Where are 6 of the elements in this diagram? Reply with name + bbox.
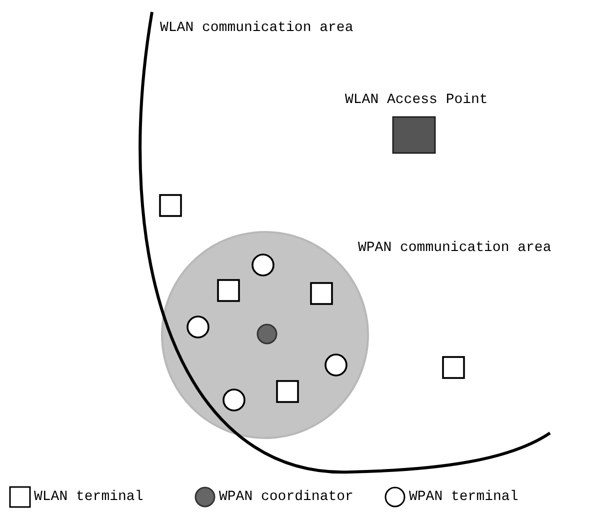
area-label: WPAN communication area: [358, 240, 552, 256]
area-label: WLAN communication area: [160, 20, 354, 36]
legend-label: WPAN coordinator: [219, 489, 354, 505]
legend-label: WPAN terminal: [409, 489, 518, 505]
area-label: WLAN Access Point: [345, 92, 488, 108]
legend-label: WLAN terminal: [34, 489, 144, 505]
